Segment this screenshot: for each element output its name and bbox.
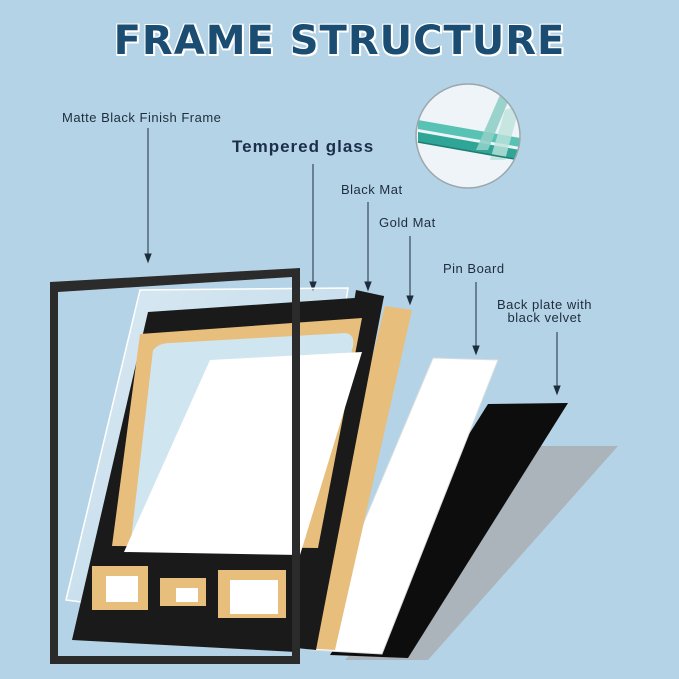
callout-lines [144, 128, 561, 396]
label-gold-mat: Gold Mat [379, 215, 436, 230]
glass-detail-inset [415, 83, 521, 189]
label-back-plate-line2: black velvet [507, 310, 582, 325]
page-title: FRAME STRUCTURE [113, 18, 566, 64]
pin-board [309, 357, 499, 655]
label-frame: Matte Black Finish Frame [62, 110, 222, 125]
label-back-plate-line1: Back plate with [497, 297, 592, 312]
label-black-mat: Black Mat [341, 182, 403, 197]
label-pin-board: Pin Board [443, 261, 505, 276]
label-glass: Tempered glass [232, 137, 375, 156]
label-back-plate: Back plate with black velvet [497, 298, 592, 324]
